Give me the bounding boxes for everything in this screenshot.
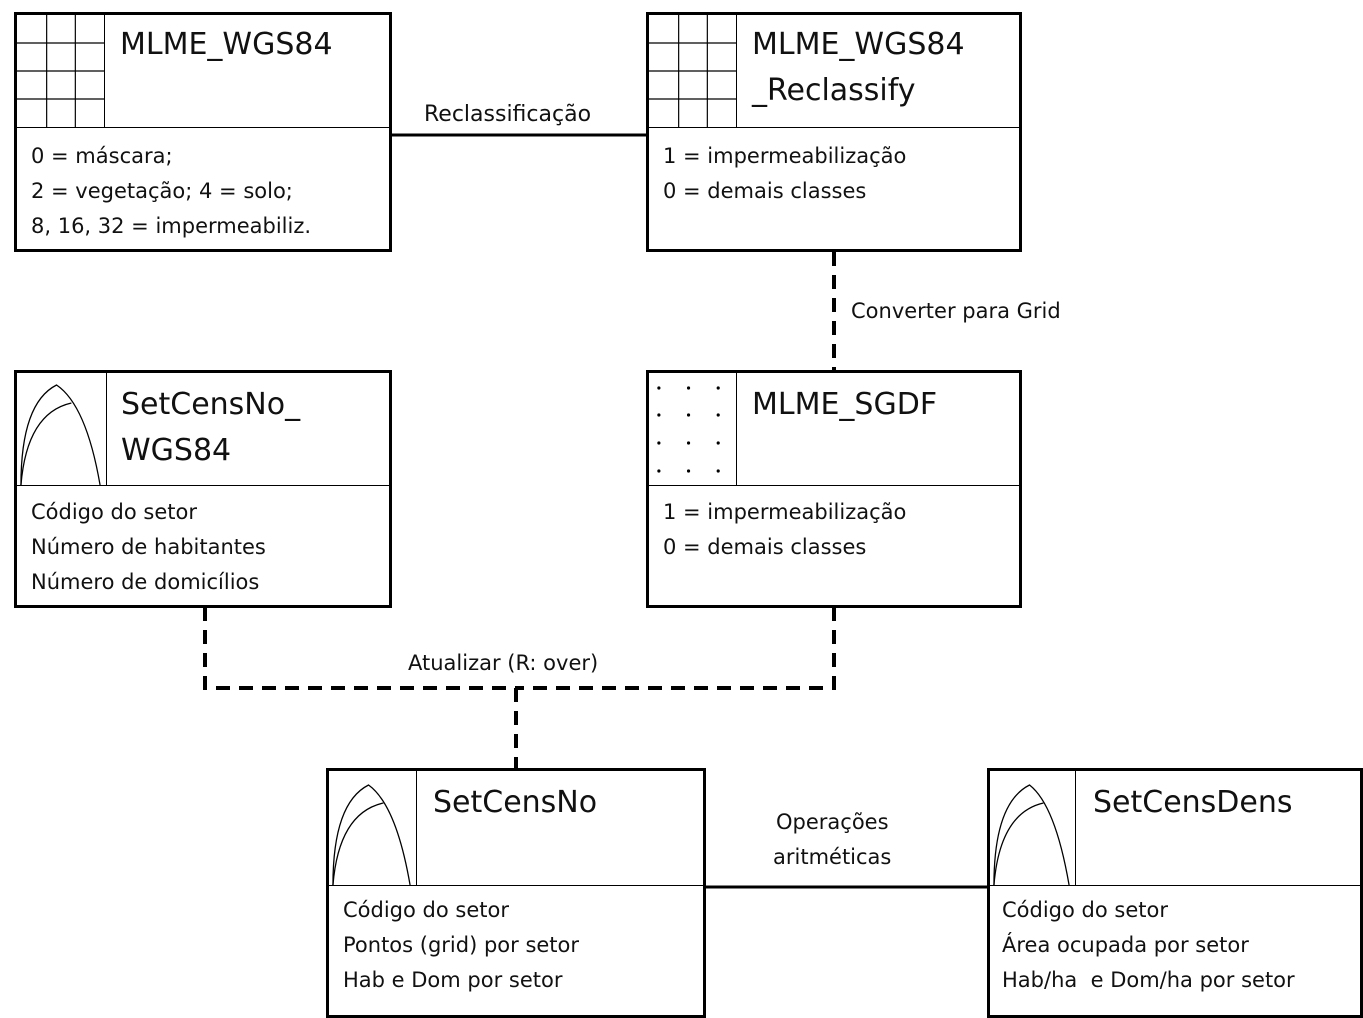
attribute-line: 0 = demais classes — [663, 535, 867, 559]
grid-icon — [17, 15, 105, 127]
entity-setcensdens: SetCensDens Código do setor Área ocupada… — [987, 768, 1363, 1018]
attribute-line: 1 = impermeabilização — [663, 500, 907, 524]
converter-grid-label: Converter para Grid — [851, 299, 1061, 323]
attribute-line: 0 = demais classes — [663, 179, 867, 203]
entity-title: MLME_SGDF — [752, 387, 938, 422]
entity-attributes: 1 = impermeabilização 0 = demais classes — [663, 139, 906, 209]
entity-header: MLME_WGS84 — [17, 15, 389, 128]
entity-mlme-reclassify: MLME_WGS84 _Reclassify 1 = impermeabiliz… — [646, 12, 1022, 252]
entity-title: MLME_WGS84 — [120, 27, 333, 62]
entity-setcensno: SetCensNo Código do setor Pontos (grid) … — [326, 768, 706, 1018]
reclassificacao-label: Reclassificação — [424, 102, 592, 127]
operacoes-label-line1: Operações — [776, 810, 889, 834]
attribute-line: Código do setor — [31, 500, 197, 524]
entity-header: MLME_SGDF — [649, 373, 1019, 486]
entity-title-line2: WGS84 — [121, 433, 232, 468]
entity-attributes: 1 = impermeabilização 0 = demais classes — [663, 495, 906, 565]
entity-title: SetCensNo — [433, 785, 598, 820]
attribute-line: Área ocupada por setor — [1002, 933, 1249, 957]
entity-header: SetCensNo — [329, 771, 703, 886]
entity-header: SetCensDens — [990, 771, 1360, 886]
entity-attributes: 0 = máscara; 2 = vegetação; 4 = solo; 8,… — [31, 139, 311, 244]
attribute-line: Número de domicílios — [31, 570, 260, 594]
attribute-line: 0 = máscara; — [31, 144, 173, 168]
attribute-line: Número de habitantes — [31, 535, 266, 559]
points-icon — [649, 373, 737, 485]
attribute-line: 2 = vegetação; 4 = solo; — [31, 179, 293, 203]
polygon-icon — [990, 771, 1076, 885]
entity-attributes: Código do setor Área ocupada por setor H… — [1002, 893, 1295, 998]
entity-header: SetCensNo_ WGS84 — [17, 373, 389, 486]
entity-mlme-wgs84: MLME_WGS84 0 = máscara; 2 = vegetação; 4… — [14, 12, 392, 252]
attribute-line: Código do setor — [1002, 898, 1168, 922]
atualizar-connector-right — [516, 607, 836, 690]
attribute-line: Pontos (grid) por setor — [343, 933, 580, 957]
entity-title-line1: SetCensNo_ — [121, 387, 301, 422]
polygon-icon — [17, 373, 107, 485]
grid-icon — [649, 15, 737, 127]
attribute-line: 8, 16, 32 = impermeabiliz. — [31, 214, 312, 238]
entity-title-line1: MLME_WGS84 — [752, 27, 965, 62]
entity-mlme-sgdf: MLME_SGDF 1 = impermeabilização 0 = dema… — [646, 370, 1022, 608]
attribute-line: Código do setor — [343, 898, 509, 922]
operacoes-label-line2: aritméticas — [773, 845, 892, 869]
attribute-line: Hab e Dom por setor — [343, 968, 563, 992]
attribute-line: 1 = impermeabilização — [663, 144, 907, 168]
polygon-icon — [329, 771, 417, 885]
entity-attributes: Código do setor Número de habitantes Núm… — [31, 495, 266, 600]
atualizar-label: Atualizar (R: over) — [408, 651, 599, 675]
entity-title: SetCensDens — [1093, 785, 1293, 820]
entity-header: MLME_WGS84 _Reclassify — [649, 15, 1019, 128]
atualizar-connector-left — [203, 607, 516, 690]
entity-attributes: Código do setor Pontos (grid) por setor … — [343, 893, 579, 998]
attribute-line: Hab/ha e Dom/ha por setor — [1002, 968, 1295, 992]
entity-setcensno-wgs84: SetCensNo_ WGS84 Código do setor Número … — [14, 370, 392, 608]
entity-title-line2: _Reclassify — [752, 73, 916, 108]
